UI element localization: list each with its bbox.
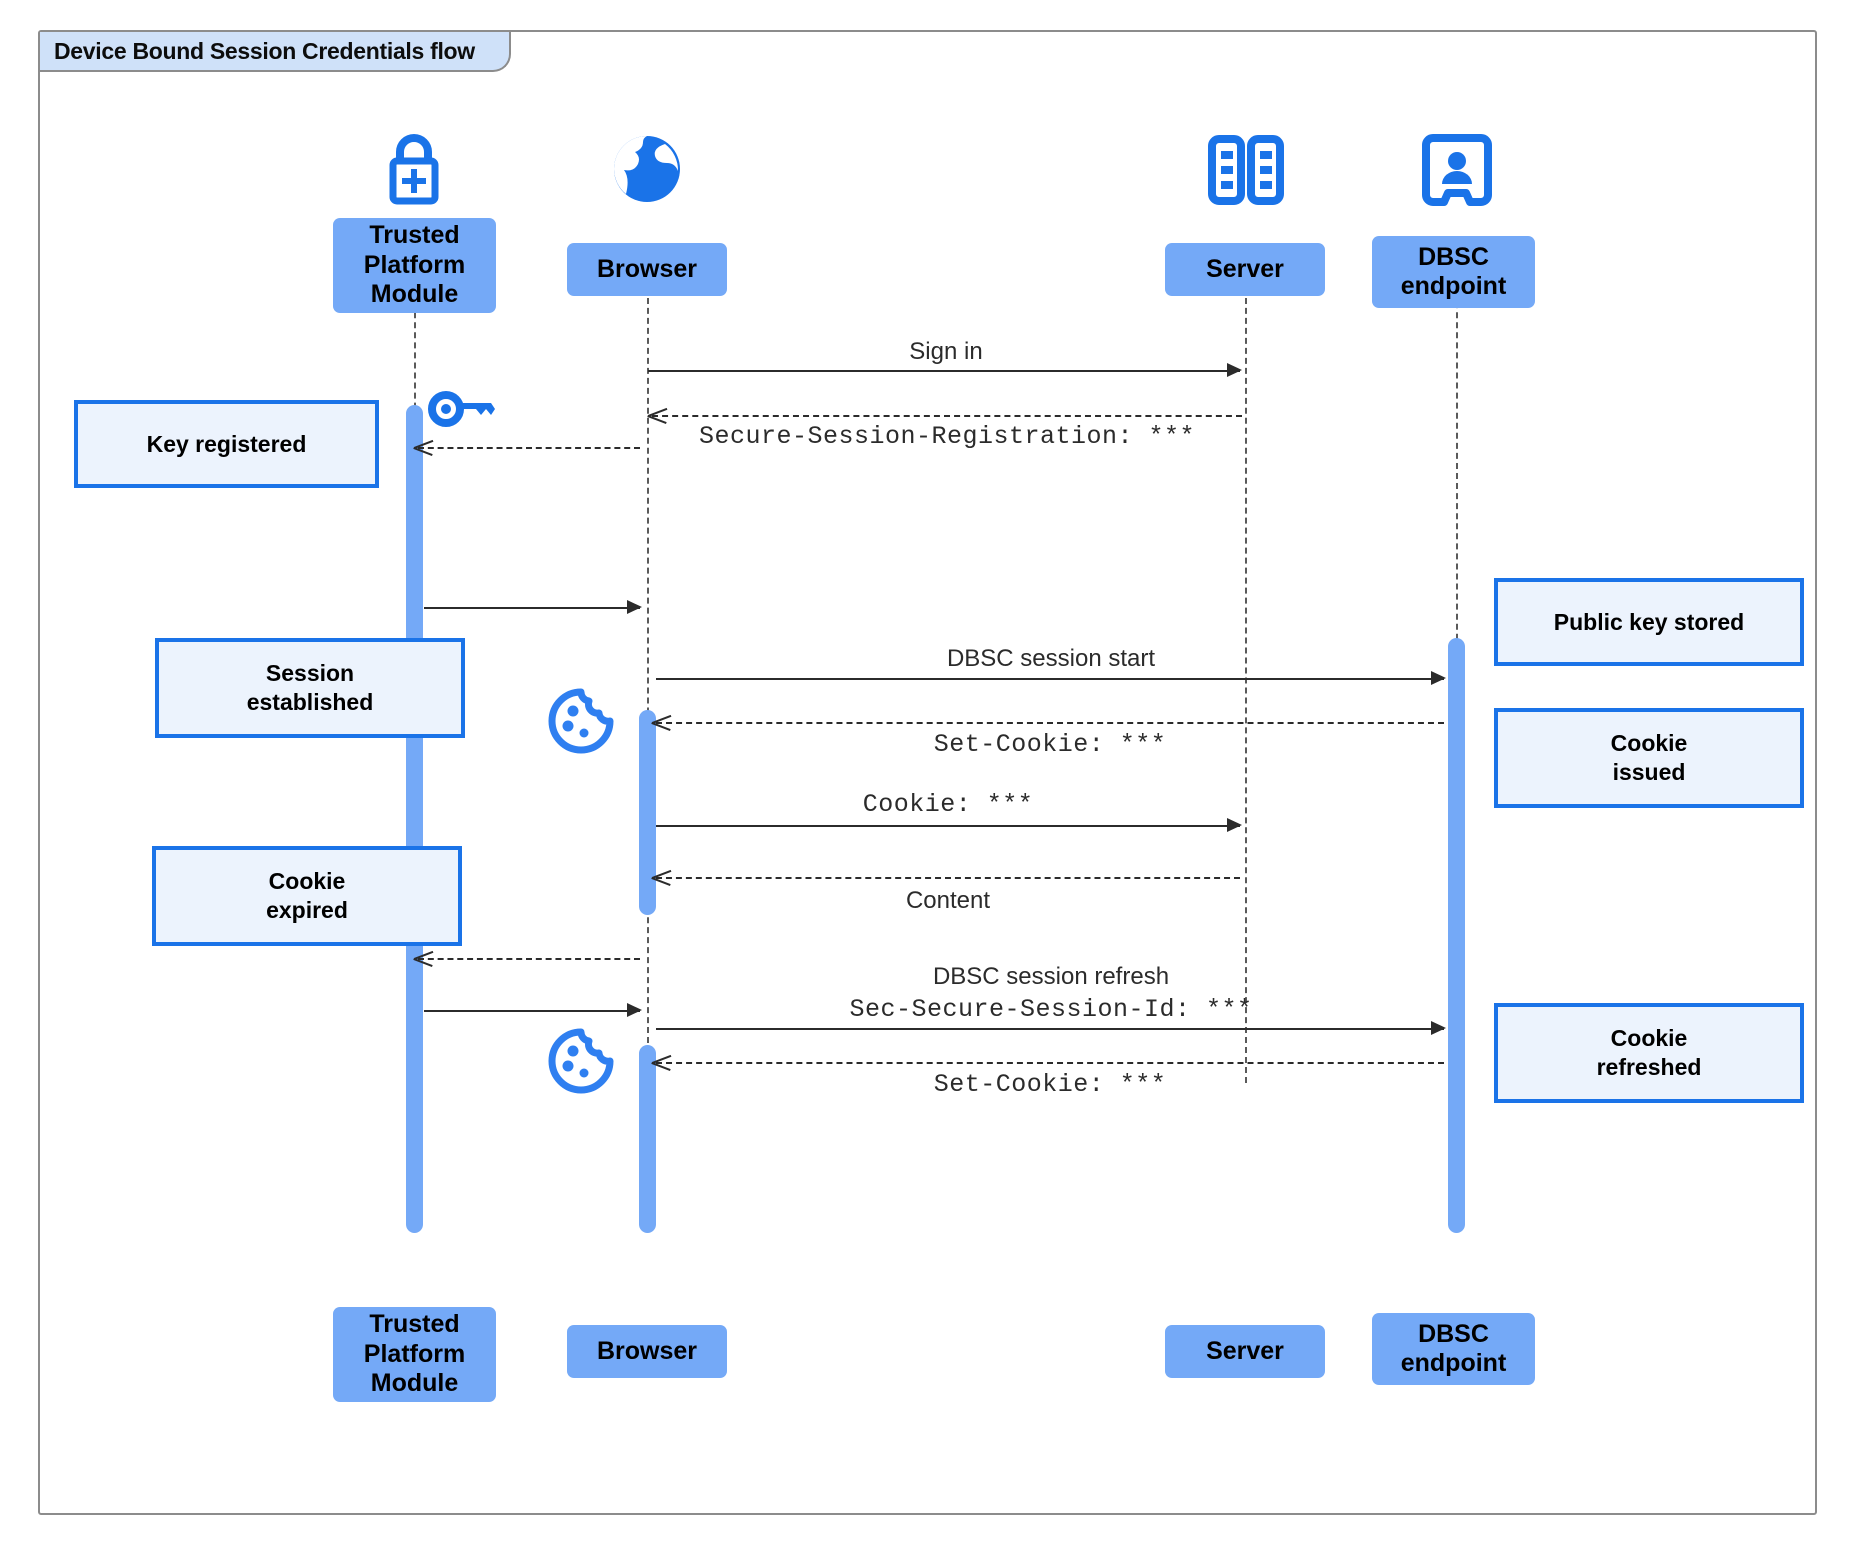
id-badge-icon: [1419, 130, 1495, 210]
participant-label-line1: DBSC: [1418, 1319, 1489, 1348]
note-text-line2: issued: [1612, 759, 1686, 785]
participant-label-line3: Module: [370, 1369, 459, 1398]
note-text-line2: expired: [266, 897, 348, 923]
participant-dbsc-bottom[interactable]: DBSC endpoint: [1372, 1313, 1535, 1385]
participant-label-line2: endpoint: [1400, 272, 1507, 300]
message-label-set-cookie-2: Set-Cookie: ***: [933, 1070, 1167, 1099]
participant-tpm-bottom[interactable]: Trusted Platform Module: [333, 1307, 496, 1402]
participant-label-line2: endpoint: [1400, 1349, 1507, 1377]
note-session-established: Session established: [155, 638, 465, 738]
participant-label-line3: Module: [370, 280, 459, 309]
participant-label-line1: Trusted: [369, 1310, 460, 1339]
message-label-set-cookie-1: Set-Cookie: ***: [933, 730, 1167, 759]
server-rack-icon: [1203, 130, 1289, 210]
activation-bar-browser-2: [639, 1045, 656, 1233]
message-label-cookie: Cookie: ***: [862, 790, 1034, 819]
note-cookie-refreshed: Cookie refreshed: [1494, 1003, 1804, 1103]
message-label-sign-in: Sign in: [909, 338, 983, 365]
participant-label: Browser: [596, 1336, 698, 1365]
participant-dbsc-top[interactable]: DBSC endpoint: [1372, 236, 1535, 308]
note-text-line1: Session: [265, 660, 355, 687]
key-icon: [427, 383, 497, 435]
participant-label-line2: Platform: [363, 1339, 466, 1368]
participant-label-line1: Trusted: [369, 221, 460, 250]
message-label-content: Content: [905, 887, 991, 914]
lock-plus-icon: [371, 128, 457, 208]
activation-bar-tpm: [406, 405, 423, 1233]
note-public-key-stored: Public key stored: [1494, 578, 1804, 666]
note-text: Key registered: [146, 430, 307, 457]
participant-label-line2: Platform: [363, 250, 466, 279]
note-text-line1: Cookie: [1610, 1025, 1688, 1052]
participant-label: Server: [1206, 254, 1284, 283]
diagram-title-tab: Device Bound Session Credentials flow: [40, 32, 511, 72]
page-title: Device Bound Session Credentials flow: [54, 37, 475, 64]
message-label-sec-secure-session-id: Sec-Secure-Session-Id: ***: [849, 995, 1253, 1024]
cookie-icon: [548, 688, 614, 754]
participant-label: Server: [1206, 1336, 1284, 1365]
message-label-dbsc-session-refresh: DBSC session refresh: [932, 963, 1170, 990]
note-key-registered: Key registered: [74, 400, 379, 488]
activation-bar-dbsc: [1448, 638, 1465, 1233]
activation-bar-browser-1: [639, 710, 656, 915]
note-text-line2: established: [246, 689, 374, 715]
participant-tpm-top[interactable]: Trusted Platform Module: [333, 218, 496, 313]
message-label-dbsc-session-start: DBSC session start: [946, 645, 1156, 672]
lifeline-browser: [647, 248, 649, 1083]
cookie-icon: [548, 1028, 614, 1094]
lifeline-server: [1245, 248, 1247, 1083]
message-label-secure-session-registration: Secure-Session-Registration: ***: [698, 422, 1196, 451]
globe-icon: [602, 128, 692, 210]
participant-server-bottom[interactable]: Server: [1165, 1325, 1325, 1378]
participant-label: Browser: [596, 254, 698, 283]
participant-browser-top[interactable]: Browser: [567, 243, 727, 296]
note-text: Public key stored: [1553, 608, 1745, 635]
participant-label-line1: DBSC: [1418, 242, 1489, 271]
note-cookie-issued: Cookie issued: [1494, 708, 1804, 808]
note-text-line1: Cookie: [268, 868, 346, 895]
note-text-line2: refreshed: [1596, 1054, 1702, 1080]
participant-browser-bottom[interactable]: Browser: [567, 1325, 727, 1378]
participant-server-top[interactable]: Server: [1165, 243, 1325, 296]
note-cookie-expired: Cookie expired: [152, 846, 462, 946]
note-text-line1: Cookie: [1610, 730, 1688, 757]
